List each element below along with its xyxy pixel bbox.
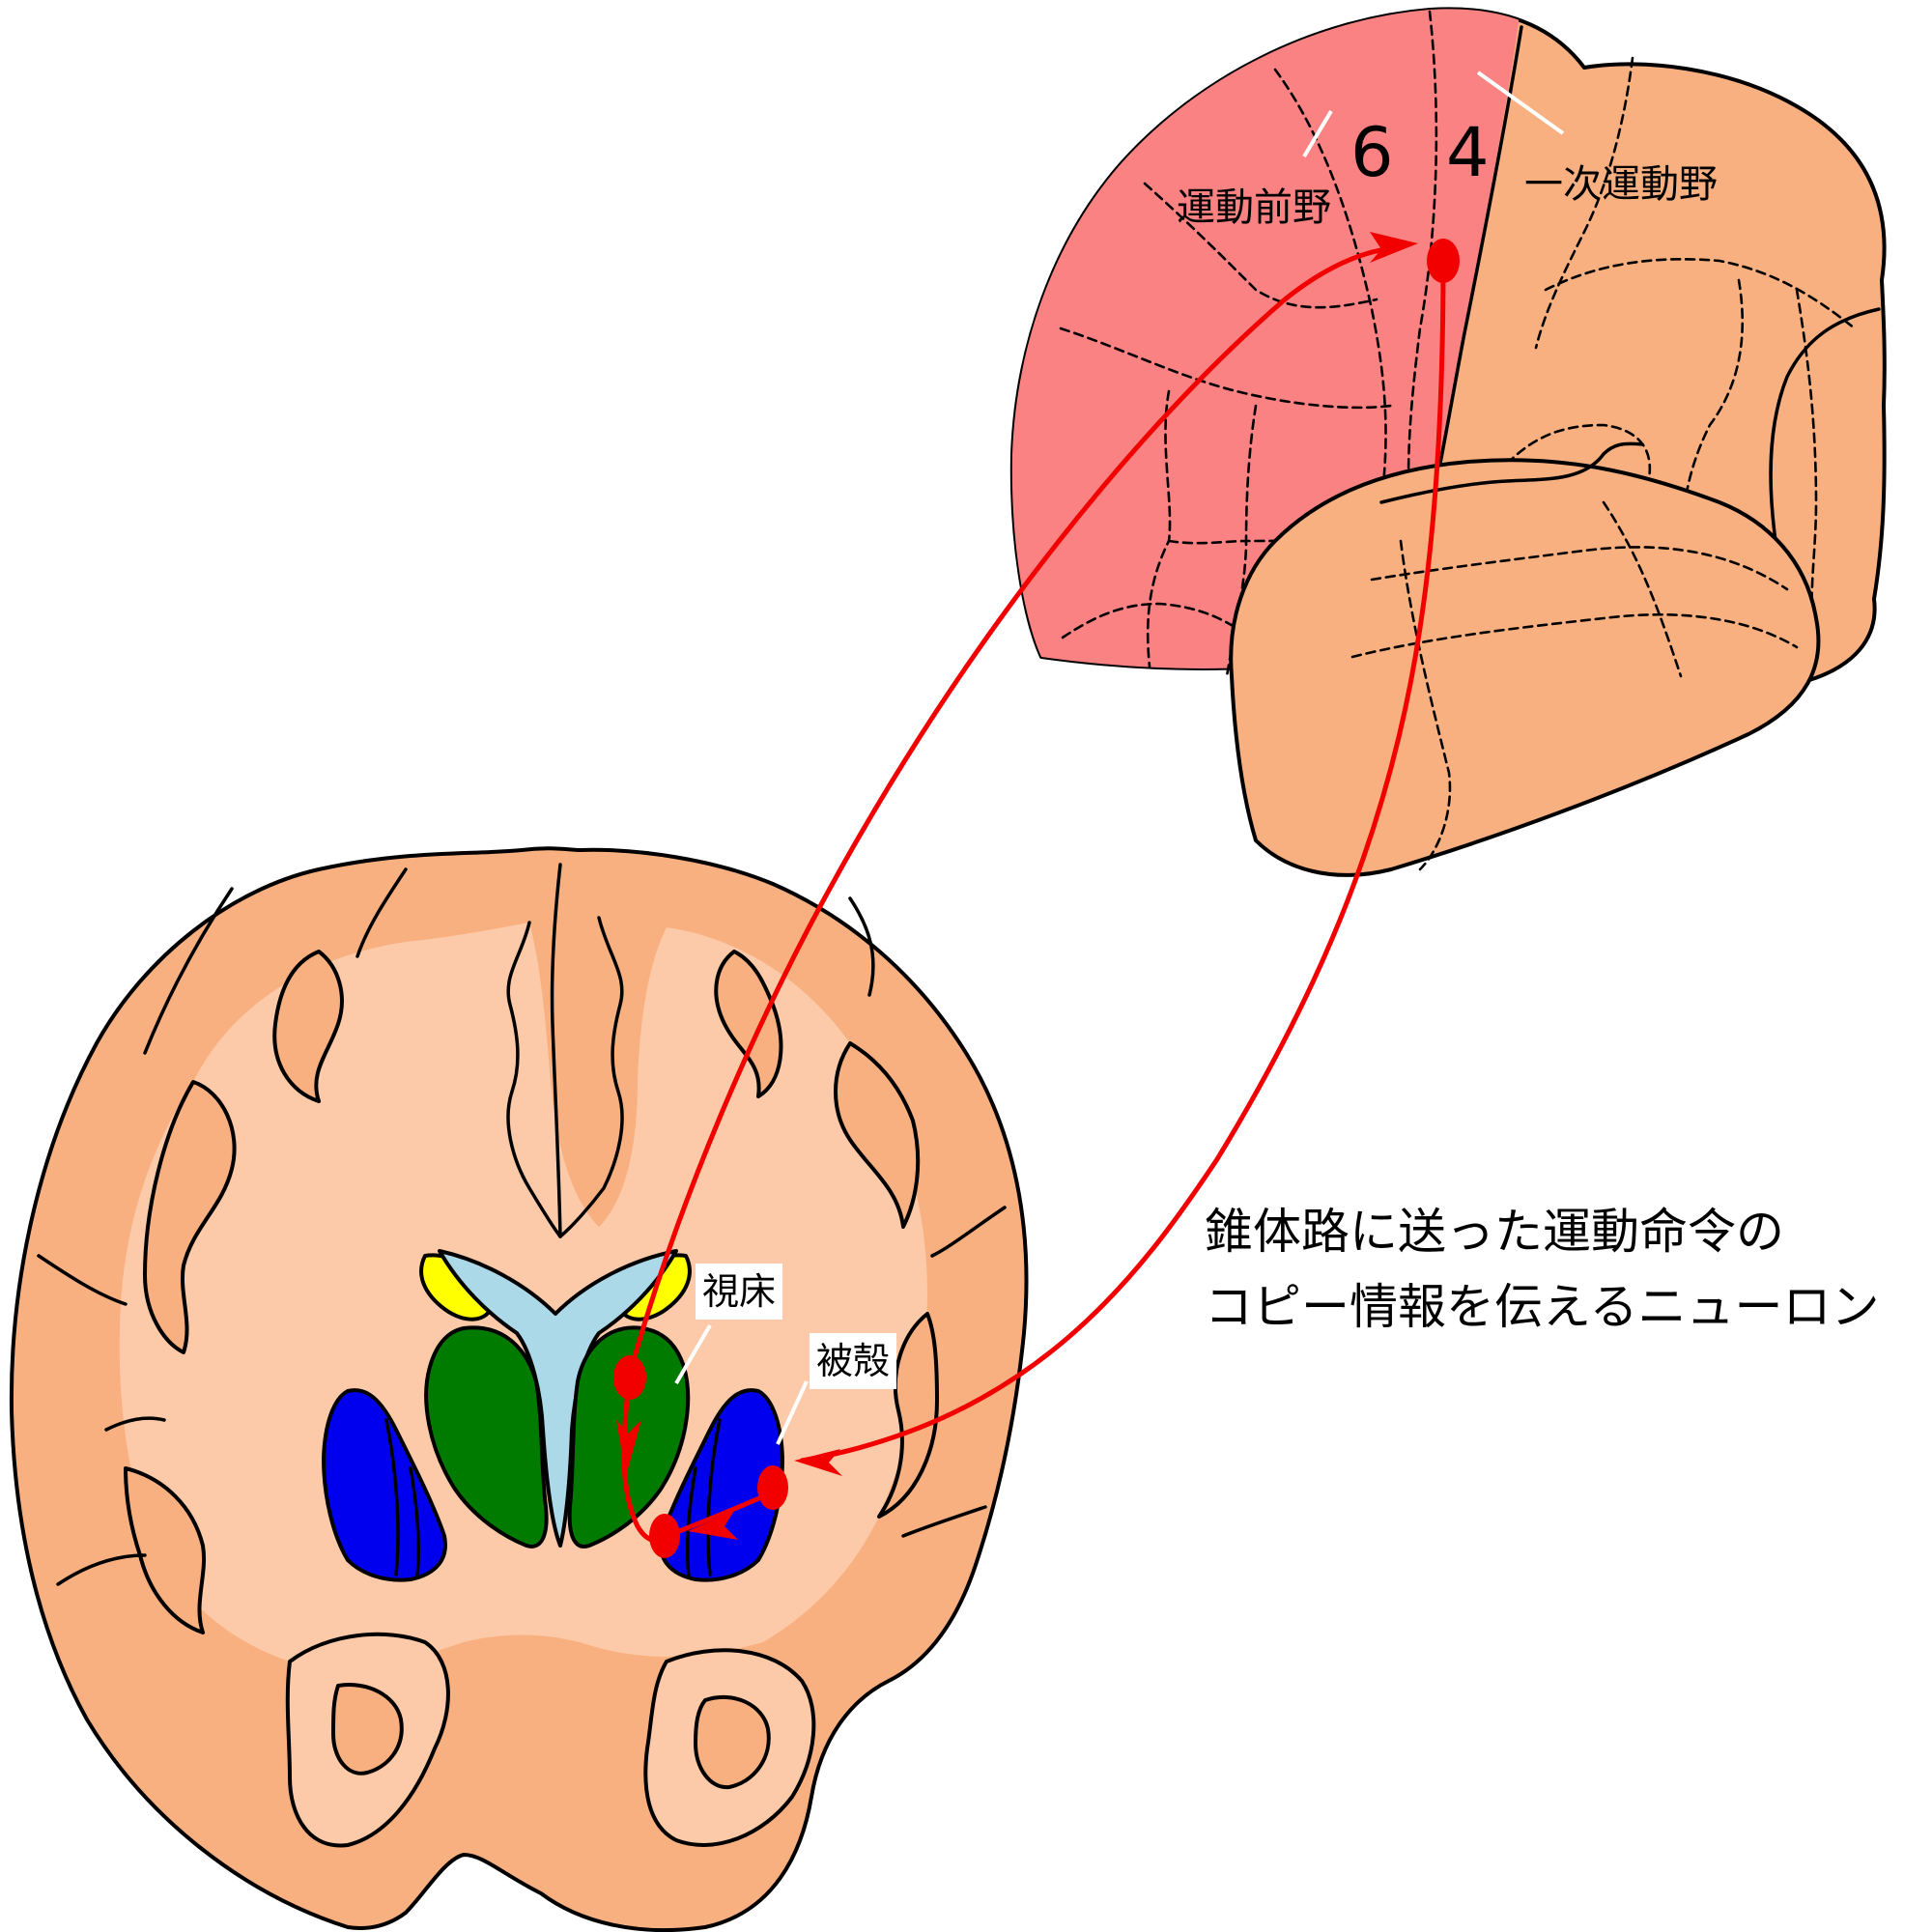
putamen-right [659,1388,784,1582]
motor-copy-pathway [613,232,1460,1558]
thalamus-label-box [696,1264,782,1320]
temporal-sulcus-1 [1370,546,1789,591]
motor-cortex-neuron [1427,239,1460,283]
temporal-sulcus-4 [1602,500,1683,678]
area-boundary-frontal-6 [1167,539,1248,678]
putamen-leader-line [776,1380,809,1445]
gyrus-fold-right-1 [834,1041,921,1229]
coronal-brain-section: 視床 被殻 [9,846,1029,1932]
area-boundary-6-4 [1406,10,1438,528]
gyrus-fold-left-1 [143,1080,237,1354]
temporal-lobe [1229,458,1821,877]
gyrus-fold-left-3 [124,1466,206,1634]
pathway-thalamus-to-cortex [627,244,1404,1377]
area-boundary-parietal-2 [1544,258,1857,330]
sulcus-2 [355,867,408,958]
area-4-leader-line [1476,71,1565,135]
sulcus-6 [930,1206,1007,1258]
sulcus-7 [901,1505,987,1538]
thalamus-label: 視床 [702,1270,776,1313]
premotor-cortex-label: 運動前野 [1177,185,1331,230]
sulcus-4 [56,1553,147,1586]
temporal-fold-right [694,1694,771,1790]
area-boundary-parietal-3 [1679,278,1745,562]
temporal-sulcus-3 [1399,539,1452,871]
medial-cortex-left [506,921,562,1238]
putamen-left-lamina [384,1418,400,1577]
putamen-neuron [757,1465,788,1510]
area-boundary-parietal-1 [1534,56,1634,350]
area-6-number: 6 [1350,113,1394,192]
caption-line-2: コピー情報を伝えるニューロン [1205,1279,1880,1335]
putamen-right-lamina [706,1418,722,1577]
area-boundary-frontal-1 [1273,68,1387,504]
area-boundary-frontal-7 [1061,602,1258,644]
medial-cortex-right [558,916,624,1238]
thalamus-leader-line [674,1323,712,1385]
primary-motor-cortex-label: 一次運動野 [1524,162,1718,207]
arrowhead-thalamus-down [616,1420,641,1476]
thalamus-left [424,1325,549,1548]
arrowhead-premotor [1370,232,1418,263]
temporal-sulcus-2 [1350,612,1799,659]
area-4-number: 4 [1446,113,1490,192]
gyrus-fold-right-3 [714,950,783,1098]
putamen-left-lamina-2 [409,1466,420,1578]
lateral-brain-view: 6 4 運動前野 一次運動野 [1009,7,1887,877]
thalamus-neuron [613,1355,646,1400]
sulcus-1 [143,887,234,1055]
putamen-label: 被殻 [816,1340,890,1382]
sulcus-8 [104,1416,166,1432]
longitudinal-fissure [550,863,562,1238]
area-6-leader-line [1302,109,1333,158]
pallidal-neuron [649,1514,680,1558]
arrowhead-putamen [794,1449,842,1476]
putamen-left [322,1388,447,1582]
area-boundary-frontal-2 [1143,182,1378,309]
sulcus-3 [37,1254,128,1306]
pathway-caption: 錐体路に送った運動命令の コピー情報を伝えるニューロン [1205,1204,1880,1335]
gyrus-fold-left-2 [272,950,344,1103]
pathway-cortex-to-putamen [799,260,1446,1463]
putamen-label-box [810,1333,896,1389]
caption-line-1: 錐体路に送った運動命令の [1205,1204,1784,1260]
temporal-fold-left [331,1683,404,1776]
arrowhead-pallidal [688,1511,738,1540]
sulcus-5 [848,896,875,997]
